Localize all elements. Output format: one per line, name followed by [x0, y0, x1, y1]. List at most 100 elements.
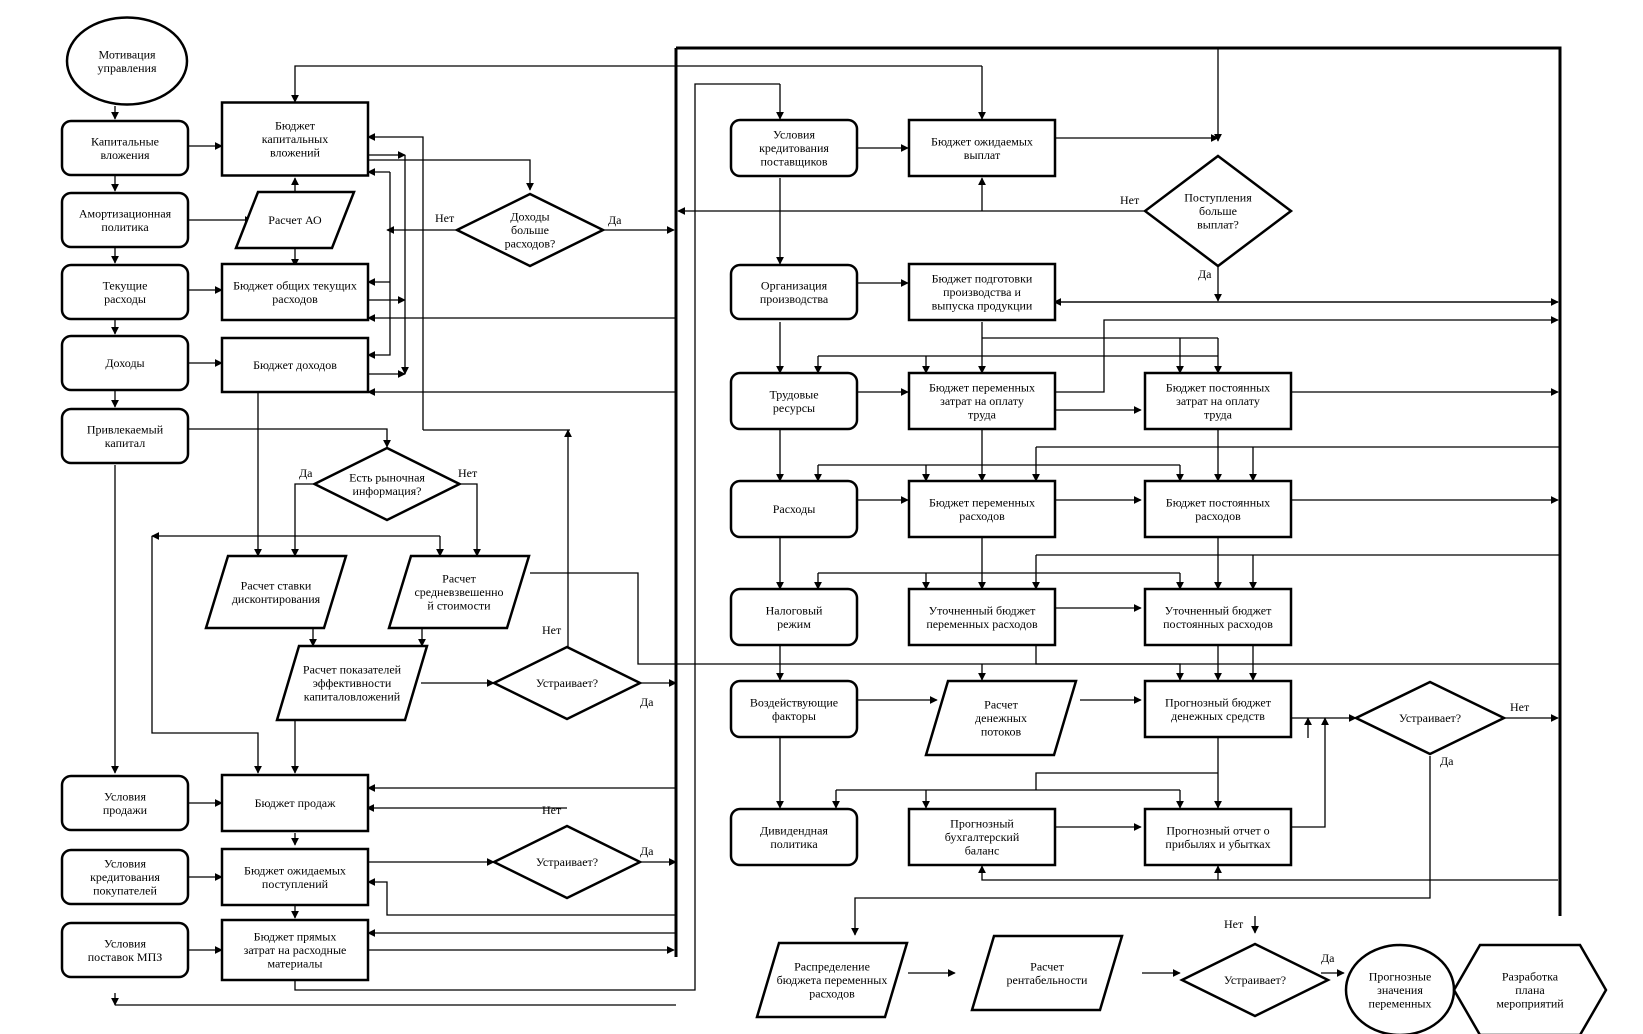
edge-label-suits1-yes: Да [640, 695, 654, 709]
edge-label-receipts-yes: Да [1198, 267, 1212, 281]
node-d-suits-2: Устраивает? [491, 824, 643, 900]
edge [291, 483, 314, 557]
edge-label-suits2-no: Нет [542, 803, 562, 817]
edge-labels: Нет Да Да Нет Нет Да Нет Да Нет Да Нет Д… [299, 193, 1530, 965]
edge-label-suits2-yes: Да [640, 844, 654, 858]
edge [459, 483, 481, 557]
node-d-suits-4: Устраивает? [1179, 942, 1331, 1018]
edge [291, 65, 676, 103]
edge [978, 865, 1558, 881]
node-label: Бюджет продаж [255, 796, 337, 810]
edge [1035, 646, 1184, 681]
node-label: Доходы [105, 356, 144, 370]
edges [111, 48, 1560, 1006]
main-frame [674, 46, 1562, 957]
edge-label-suits1-no: Нет [542, 623, 562, 637]
node-expenses: Расходы [729, 479, 859, 539]
node-label: Устраивает? [1224, 973, 1286, 987]
node-calc-ao: Расчет АО [234, 190, 356, 250]
edge-label-suits4-no: Нет [1224, 917, 1244, 931]
edge [1289, 717, 1329, 828]
edge [1055, 316, 1559, 393]
edge-label-income-yes: Да [608, 213, 622, 227]
edge-label-receipts-no: Нет [1120, 193, 1140, 207]
node-label: Расчет АО [268, 213, 322, 227]
edge [294, 83, 780, 991]
edge-label-suits3-yes: Да [1440, 754, 1454, 768]
edge [188, 428, 391, 448]
node-b-income: Бюджет доходов [220, 336, 370, 394]
edge [367, 133, 424, 430]
node-d-suits-1: Устраивает? [491, 645, 643, 721]
edge [367, 172, 391, 359]
edge [851, 756, 1431, 936]
node-label: Устраивает? [1399, 711, 1461, 725]
node-label: Устраивает? [536, 855, 598, 869]
